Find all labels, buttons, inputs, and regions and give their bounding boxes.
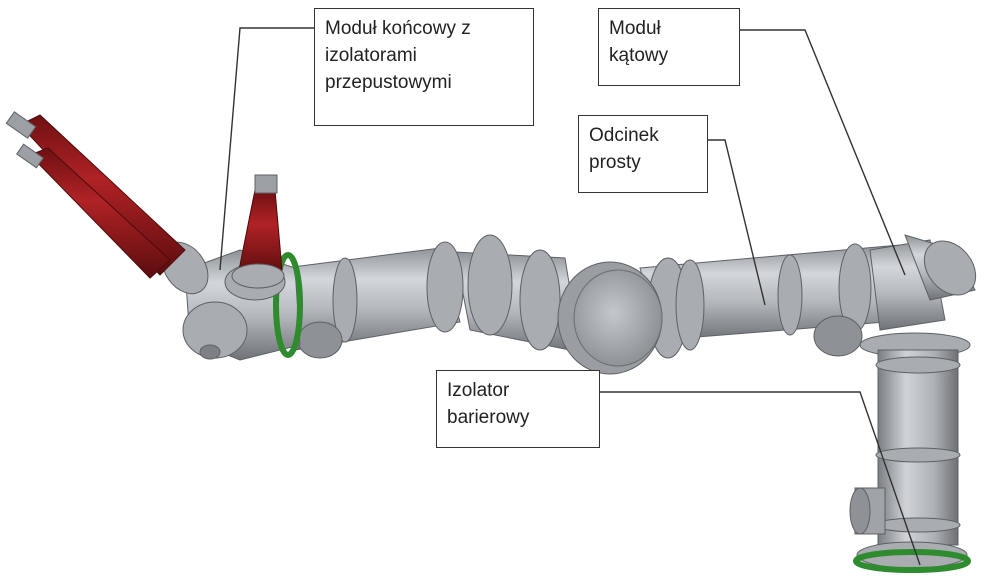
label-end-module-line3: przepustowymi [325, 72, 452, 93]
label-angle-module-line2: kątowy [609, 45, 669, 66]
label-angle-module-line1: Moduł [609, 18, 661, 39]
leader-end-module [219, 27, 314, 271]
leader-barrier-insulator [600, 391, 921, 566]
flange-ring-icon [332, 257, 358, 343]
barrier-insulator-ring [273, 252, 303, 358]
label-barrier-insulator-line2: barierowy [447, 407, 530, 428]
angle-module [859, 234, 977, 358]
barrier-insulator-ring [853, 549, 971, 573]
label-straight-section-line2: prosty [589, 152, 641, 173]
label-barrier-insulator: Izolator barierowy [436, 370, 600, 448]
side-port [813, 315, 863, 357]
bushing-insulator-icon [231, 174, 285, 289]
flange-ring-icon [467, 234, 513, 336]
flange-rings [332, 234, 872, 359]
label-angle-module: Moduł kątowy [598, 8, 740, 86]
vertical-pipe [849, 349, 971, 573]
label-end-module-line1: Moduł końcowy z [325, 18, 471, 39]
label-straight-section-line1: Odcinek [589, 125, 659, 146]
flange-ring-icon [675, 259, 705, 351]
inspection-cover [557, 261, 663, 375]
flange-ring-icon [777, 254, 803, 336]
label-end-module: Moduł końcowy z izolatorami przepustowym… [314, 8, 534, 126]
label-end-module-line2: izolatorami [325, 45, 417, 66]
label-straight-section: Odcinek prosty [578, 115, 708, 193]
bushing-insulator-icon [5, 111, 186, 279]
label-barrier-insulator-line1: Izolator [447, 380, 510, 401]
side-port [297, 321, 343, 359]
leader-lines [219, 27, 921, 566]
leader-straight-section [706, 139, 766, 306]
flange-ring-icon [426, 241, 464, 333]
leader-angle-module [740, 29, 906, 276]
flange-ring-icon [519, 249, 561, 351]
